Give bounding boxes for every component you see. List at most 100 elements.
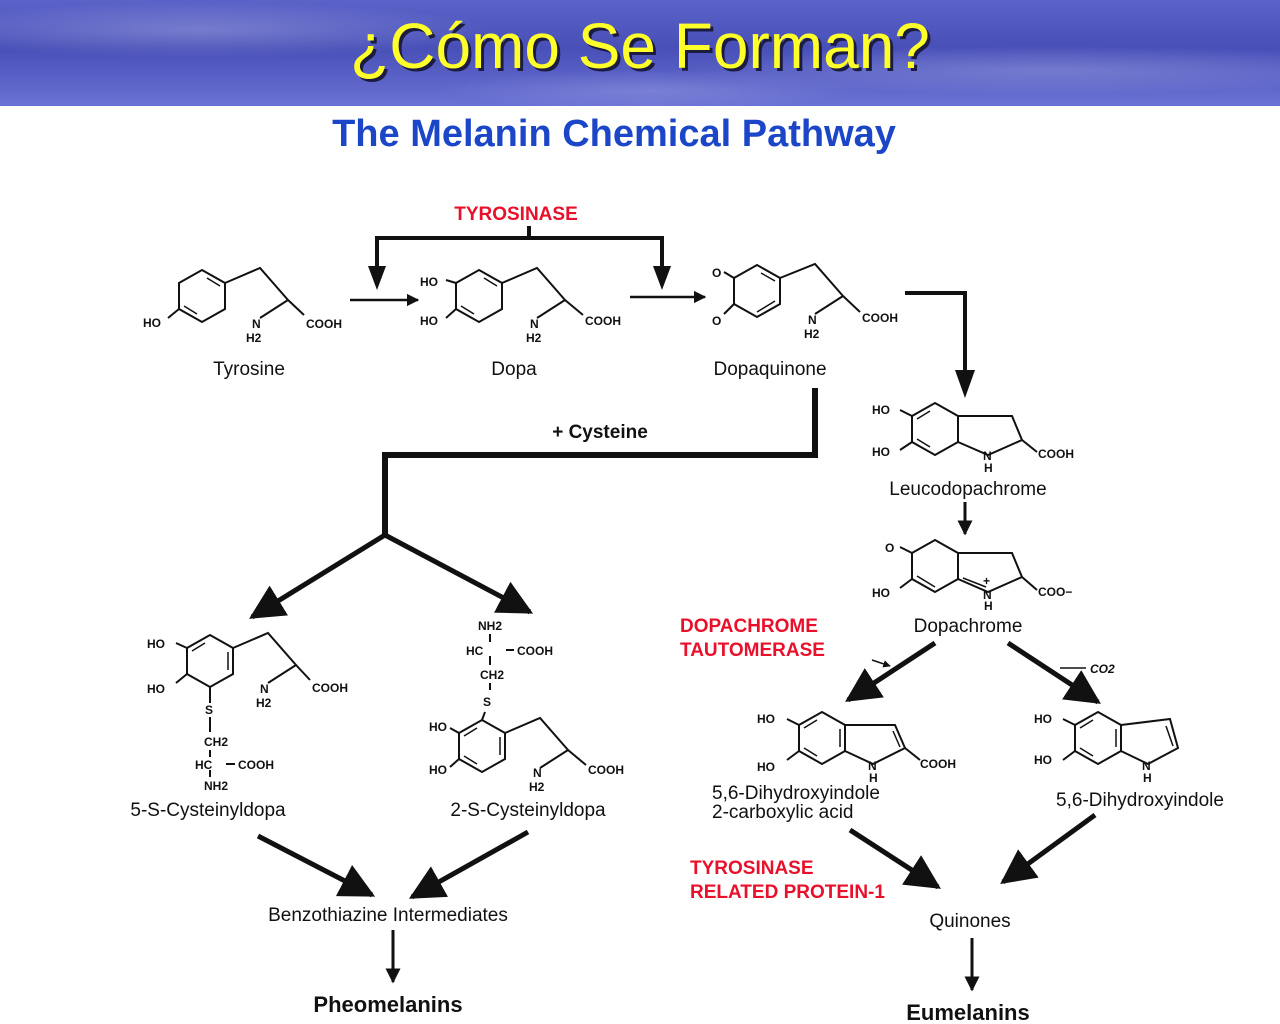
- dopaquinone-structure: O O N H2 COOH: [712, 262, 898, 341]
- atom-ho: HO: [757, 760, 775, 774]
- cysteine-branch-connector: [382, 388, 818, 535]
- atom-ho: HO: [757, 712, 775, 726]
- atom-s: S: [483, 695, 491, 709]
- atom-ho: HO: [147, 682, 165, 696]
- atom-nh: N: [530, 317, 539, 331]
- atom-ho: HO: [429, 763, 447, 777]
- atom-nh: N: [983, 449, 992, 463]
- arrow-dopaquinone-leucodopachrome: [905, 291, 975, 398]
- enzyme-dct-line1: DOPACHROME: [680, 616, 818, 637]
- atom-ho: HO: [429, 720, 447, 734]
- atom-nh: N: [533, 766, 542, 780]
- atom-hc: HC: [195, 758, 213, 772]
- enzyme-trp1-line1: TYROSINASE: [690, 858, 814, 879]
- atom-o: O: [885, 541, 894, 555]
- atom-ho: HO: [872, 586, 890, 600]
- atom-hc: HC: [466, 644, 484, 658]
- atom-ch2: CH2: [480, 668, 504, 682]
- label-dhica-line2: 2-carboxylic acid: [712, 802, 854, 823]
- atom-coo: COO−: [1038, 585, 1072, 599]
- atom-cooh: COOH: [312, 681, 348, 695]
- atom-o: O: [712, 314, 721, 328]
- title-banner: ¿Cómo Se Forman?: [0, 0, 1280, 106]
- label-tyrosine: Tyrosine: [213, 359, 285, 380]
- label-dopachrome: Dopachrome: [914, 616, 1023, 637]
- atom-nh: N: [983, 588, 992, 602]
- atom-ho: HO: [1034, 712, 1052, 726]
- tyrosine-structure: HO N H2 COOH: [143, 266, 342, 345]
- atom-h2: H2: [804, 327, 820, 341]
- cys5-structure: HO HO N H2 COOH S CH2 HC COOH NH2: [147, 631, 348, 793]
- atom-s: S: [205, 703, 213, 717]
- atom-ho: HO: [1034, 753, 1052, 767]
- arrow-cys2-benzothiazine: [408, 829, 530, 900]
- arrow-dhi-quinones: [1000, 812, 1097, 885]
- label-dhi: 5,6-Dihydroxyindole: [1056, 790, 1224, 811]
- pathway-subtitle: The Melanin Chemical Pathway: [332, 113, 896, 155]
- atom-cooh: COOH: [588, 763, 624, 777]
- leucodopachrome-structure: HO HO N H COOH: [872, 401, 1074, 475]
- arrow-dopachrome-dhica: [845, 640, 937, 703]
- atom-ch2: CH2: [204, 735, 228, 749]
- atom-plus: +: [983, 574, 990, 588]
- atom-h2: H2: [246, 331, 262, 345]
- label-5s-cysteinyldopa: 5-S-Cysteinyldopa: [130, 800, 286, 821]
- atom-nh: N: [252, 317, 261, 331]
- reagent-cysteine: + Cysteine: [552, 422, 648, 443]
- enzyme-dct-line2: TAUTOMERASE: [680, 640, 825, 661]
- label-2s-cysteinyldopa: 2-S-Cysteinyldopa: [450, 800, 606, 821]
- label-pheomelanins: Pheomelanins: [313, 992, 462, 1017]
- atom-ho: HO: [147, 637, 165, 651]
- enzyme-tyrosinase-label: TYROSINASE: [454, 204, 578, 225]
- atom-cooh: COOH: [920, 757, 956, 771]
- dhica-structure: HO HO N H COOH: [757, 710, 956, 785]
- arrow-to-2s-cysteinyldopa: [383, 532, 534, 615]
- arrow-dopachrome-dhi: [1006, 640, 1101, 705]
- label-dopaquinone: Dopaquinone: [713, 359, 826, 380]
- label-quinones: Quinones: [929, 911, 1010, 932]
- atom-ho: HO: [420, 275, 438, 289]
- arrow-dhica-quinones: [848, 827, 941, 890]
- atom-nh: N: [868, 759, 877, 773]
- atom-nh2: NH2: [478, 619, 502, 633]
- atom-cooh: COOH: [306, 317, 342, 331]
- dopachrome-structure: O HO N + H COO−: [872, 538, 1072, 613]
- atom-h2: H2: [256, 696, 272, 710]
- atom-cooh: COOH: [585, 314, 621, 328]
- label-eumelanins: Eumelanins: [906, 1000, 1029, 1024]
- atom-cooh: COOH: [862, 311, 898, 325]
- dhi-structure: HO HO N H: [1034, 710, 1180, 785]
- atom-nh: N: [1142, 759, 1151, 773]
- arrow-cys5-benzothiazine: [256, 833, 376, 898]
- enzyme-trp1-line2: RELATED PROTEIN-1: [690, 882, 885, 903]
- atom-cooh: COOH: [1038, 447, 1074, 461]
- label-benzothiazine: Benzothiazine Intermediates: [268, 905, 508, 926]
- atom-ho: HO: [143, 316, 161, 330]
- cys2-structure: NH2 HC COOH CH2 S HO HO N H2 COOH: [429, 619, 624, 794]
- reagent-co2: CO2: [1090, 662, 1115, 676]
- atom-ho: HO: [420, 314, 438, 328]
- atom-h: H: [984, 461, 993, 475]
- atom-h: H: [869, 771, 878, 785]
- atom-ho: HO: [872, 445, 890, 459]
- atom-h: H: [1143, 771, 1152, 785]
- atom-ho: HO: [872, 403, 890, 417]
- arrow-dct-tick: [871, 659, 891, 668]
- dopa-structure: HO HO N H2 COOH: [420, 266, 621, 345]
- label-leucodopachrome: Leucodopachrome: [889, 479, 1046, 500]
- atom-o: O: [712, 266, 721, 280]
- atom-h: H: [984, 599, 993, 613]
- atom-h2: H2: [529, 780, 545, 794]
- atom-cooh: COOH: [517, 644, 553, 658]
- slide-title: ¿Cómo Se Forman?: [350, 10, 930, 82]
- atom-h2: H2: [526, 331, 542, 345]
- label-dopa: Dopa: [491, 359, 537, 380]
- atom-nh: N: [808, 313, 817, 327]
- atom-nh2: NH2: [204, 779, 228, 793]
- atom-cooh: COOH: [238, 758, 274, 772]
- tyrosinase-bracket: [368, 226, 671, 290]
- arrow-to-5s-cysteinyldopa: [249, 532, 387, 620]
- label-dhica-line1: 5,6-Dihydroxyindole: [712, 783, 880, 804]
- atom-nh: N: [260, 682, 269, 696]
